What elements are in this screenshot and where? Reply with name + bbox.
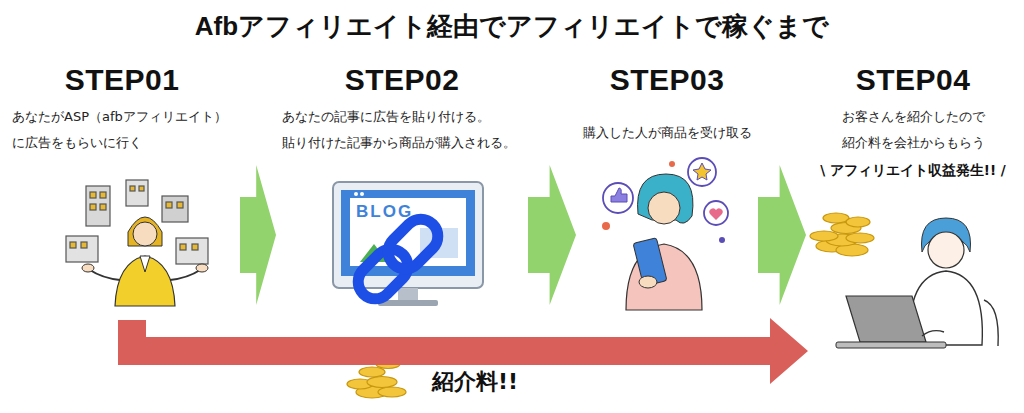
screen-label: BLOG — [356, 202, 413, 222]
step-description: 購入した人が商品を受け取る — [580, 120, 754, 146]
diagram-title: Afbアフィリエイト経由でアフィリエイトで稼ぐまで — [0, 8, 1024, 44]
step-heading: STEP03 — [580, 62, 754, 98]
step-description: あなたの記事に広告を貼り付ける。 貼り付けた記事から商品が購入される。 — [282, 104, 522, 156]
revenue-callout: \ アフィリエイト収益発生!! / — [812, 158, 1014, 182]
buildings — [66, 180, 208, 264]
fee-label: 紹介料!! — [432, 368, 518, 396]
coins — [810, 213, 874, 256]
icons — [602, 158, 728, 243]
step-arrow — [240, 165, 276, 305]
step-description: あなたがASP（afbアフィリエイト） に広告をもらいに行く — [12, 104, 232, 156]
monitor — [333, 182, 483, 306]
person-at-laptop — [836, 218, 998, 348]
step-arrow — [528, 165, 576, 305]
step-description: お客さんを紹介したので 紹介料を会社からもらう — [812, 104, 1014, 156]
woman-with-phone — [626, 174, 702, 310]
step-heading: STEP02 — [282, 62, 522, 98]
woman-figure — [82, 217, 208, 306]
step-column: STEP03 購入した人が商品を受け取る — [578, 62, 756, 307]
step-column: STEP01 あなたがASP（afbアフィリエイト） に広告をもらいに行く — [6, 62, 238, 320]
step-arrow — [758, 165, 806, 305]
step-column: STEP02 あなたの記事に広告を貼り付ける。 貼り付けた記事から商品が購入される… — [278, 62, 526, 307]
chain-link — [351, 212, 445, 306]
step-column: STEP04 お客さんを紹介したので 紹介料を会社からもらう\ アフィリエイト収益… — [808, 62, 1018, 362]
step-heading: STEP04 — [812, 62, 1014, 98]
step-heading: STEP01 — [12, 62, 232, 98]
